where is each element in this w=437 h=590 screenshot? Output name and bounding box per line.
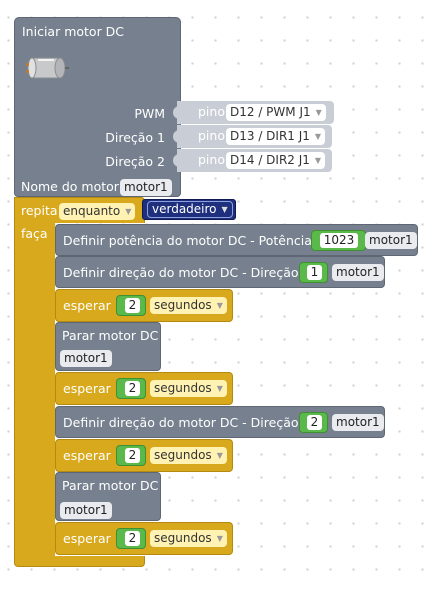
wait-unit-value: segundos bbox=[154, 381, 212, 395]
repeat-loop-bottom bbox=[14, 556, 145, 567]
wait-block[interactable]: esperar 2 segundos ▼ bbox=[55, 372, 233, 405]
wait-unit-value: segundos bbox=[154, 298, 212, 312]
pin-block-pwm[interactable]: pino D12 / PWM J1 ▼ bbox=[177, 101, 334, 124]
wait-label: esperar bbox=[63, 531, 111, 546]
dropdown-arrow-icon: ▼ bbox=[216, 301, 223, 310]
stop-motor-field[interactable]: motor1 bbox=[60, 502, 112, 519]
repeat-mode-value: enquanto bbox=[63, 204, 121, 218]
motor-name-field[interactable]: motor1 bbox=[120, 179, 172, 196]
pin-label: pino bbox=[198, 152, 225, 167]
wait-unit-value: segundos bbox=[154, 448, 212, 462]
set-direction-label: Definir direção do motor DC - Direção: bbox=[63, 265, 303, 280]
wait-block[interactable]: esperar 2 segundos ▼ bbox=[55, 439, 233, 472]
wait-number-slot: 2 bbox=[116, 378, 146, 399]
pin-dropdown-dir2[interactable]: D14 / DIR2 J1 ▼ bbox=[226, 152, 326, 169]
direction-value-field[interactable]: 2 bbox=[307, 415, 322, 430]
power-value-field[interactable]: 1023 bbox=[320, 233, 358, 248]
pwm-label: PWM bbox=[134, 106, 165, 121]
do-label: faça bbox=[21, 226, 48, 241]
wait-value-field[interactable]: 2 bbox=[125, 448, 140, 463]
motor-name-value: motor1 bbox=[124, 180, 168, 194]
repeat-loop-arm bbox=[14, 222, 55, 563]
dir2-label: Direção 2 bbox=[105, 154, 165, 169]
pin-connector bbox=[173, 130, 180, 143]
pin-value-dir2: D14 / DIR2 J1 bbox=[230, 153, 310, 167]
wait-label: esperar bbox=[63, 381, 111, 396]
wait-block[interactable]: esperar 2 segundos ▼ bbox=[55, 522, 233, 555]
wait-unit-dropdown[interactable]: segundos ▼ bbox=[150, 380, 227, 397]
dir1-label: Direção 1 bbox=[105, 130, 165, 145]
wait-value-field[interactable]: 2 bbox=[125, 531, 140, 546]
wait-number-slot: 2 bbox=[116, 445, 146, 466]
boolean-value: verdadeiro bbox=[152, 202, 217, 216]
dc-motor-image bbox=[26, 57, 69, 79]
set-power-label: Definir potência do motor DC - Potência: bbox=[63, 233, 317, 248]
wait-value-field[interactable]: 2 bbox=[125, 381, 140, 396]
power-motor-field[interactable]: motor1 bbox=[365, 232, 417, 249]
dropdown-arrow-icon: ▼ bbox=[216, 534, 223, 543]
direction-motor-field[interactable]: motor1 bbox=[332, 414, 384, 431]
set-direction-block[interactable]: Definir direção do motor DC - Direção: 1… bbox=[55, 256, 385, 288]
wait-number-slot: 2 bbox=[116, 295, 146, 316]
repeat-while-block[interactable]: repita enquanto ▼ bbox=[14, 197, 145, 223]
pin-connector bbox=[173, 106, 180, 119]
set-power-block[interactable]: Definir potência do motor DC - Potência:… bbox=[55, 224, 418, 256]
wait-value-field[interactable]: 2 bbox=[125, 298, 140, 313]
wait-unit-value: segundos bbox=[154, 531, 212, 545]
dropdown-arrow-icon: ▼ bbox=[314, 156, 322, 165]
direction-number-slot: 1 bbox=[299, 262, 328, 283]
stop-motor-label: Parar motor DC bbox=[62, 328, 159, 343]
power-number-slot: 1023 bbox=[311, 230, 366, 251]
repeat-mode-dropdown[interactable]: enquanto ▼ bbox=[59, 203, 136, 220]
wait-label: esperar bbox=[63, 298, 111, 313]
pin-block-dir2[interactable]: pino D14 / DIR2 J1 ▼ bbox=[177, 149, 332, 172]
dropdown-arrow-icon: ▼ bbox=[125, 207, 132, 216]
wait-number-slot: 2 bbox=[116, 528, 146, 549]
wait-unit-dropdown[interactable]: segundos ▼ bbox=[150, 447, 227, 464]
wait-unit-dropdown[interactable]: segundos ▼ bbox=[150, 297, 227, 314]
pin-dropdown-pwm[interactable]: D12 / PWM J1 ▼ bbox=[226, 104, 326, 121]
wait-unit-dropdown[interactable]: segundos ▼ bbox=[150, 530, 227, 547]
stop-motor-block[interactable]: Parar motor DC motor1 bbox=[55, 472, 161, 521]
dropdown-arrow-icon: ▼ bbox=[216, 451, 223, 460]
pin-connector bbox=[173, 154, 180, 167]
dropdown-arrow-icon: ▼ bbox=[216, 384, 223, 393]
direction-number-slot: 2 bbox=[299, 412, 328, 433]
stop-motor-block[interactable]: Parar motor DC motor1 bbox=[55, 322, 161, 371]
wait-label: esperar bbox=[63, 448, 111, 463]
dropdown-arrow-icon: ▼ bbox=[315, 108, 322, 117]
init-motor-block[interactable]: Iniciar motor DC PWM Direção 1 Direção 2… bbox=[14, 17, 181, 197]
set-direction-label: Definir direção do motor DC - Direção: bbox=[63, 415, 303, 430]
motor-name-label: Nome do motor: bbox=[21, 179, 123, 194]
pin-dropdown-dir1[interactable]: D13 / DIR1 J1 ▼ bbox=[226, 128, 326, 145]
boolean-value-dropdown[interactable]: verdadeiro ▼ bbox=[147, 201, 233, 218]
dropdown-arrow-icon: ▼ bbox=[221, 205, 228, 214]
wait-block[interactable]: esperar 2 segundos ▼ bbox=[55, 289, 233, 322]
direction-value-field[interactable]: 1 bbox=[307, 265, 322, 280]
init-motor-title: Iniciar motor DC bbox=[22, 24, 125, 39]
boolean-true-block[interactable]: verdadeiro ▼ bbox=[142, 199, 236, 220]
pin-value-pwm: D12 / PWM J1 bbox=[230, 105, 311, 119]
stop-motor-field[interactable]: motor1 bbox=[60, 350, 112, 367]
pin-block-dir1[interactable]: pino D13 / DIR1 J1 ▼ bbox=[177, 125, 332, 148]
pin-value-dir1: D13 / DIR1 J1 bbox=[230, 129, 310, 143]
repeat-label: repita bbox=[21, 203, 58, 218]
dropdown-arrow-icon: ▼ bbox=[314, 132, 322, 141]
direction-motor-field[interactable]: motor1 bbox=[332, 264, 384, 281]
stop-motor-label: Parar motor DC bbox=[62, 478, 159, 493]
set-direction-block[interactable]: Definir direção do motor DC - Direção: 2… bbox=[55, 406, 385, 438]
pin-label: pino bbox=[198, 128, 225, 143]
pin-label: pino bbox=[198, 104, 225, 119]
